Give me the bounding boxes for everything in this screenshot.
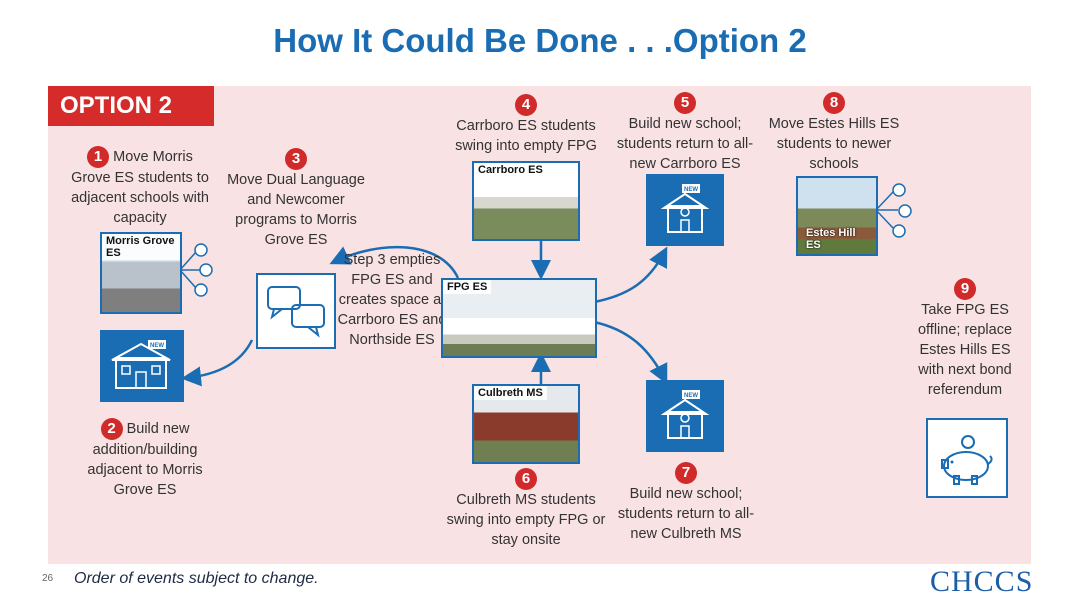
photo-label-carrboro: Carrboro ES [474,163,547,177]
photo-fpg: FPG ES [441,278,597,358]
new-badge: NEW [150,343,164,349]
piggy-bank-icon [926,418,1008,498]
step-2: 2 Build new addition/building adjacent t… [70,418,220,500]
chat-bubbles-icon [256,273,336,349]
step-3-text: Move Dual Language and Newcomer programs… [227,172,365,248]
step-1-number: 1 [87,146,110,168]
photo-label-estes-hills: Estes Hill ES [806,227,856,251]
slide-title: How It Could Be Done . . .Option 2 [273,22,807,59]
step-7: 7 Build new school; students return to a… [608,462,764,544]
step-7-number: 7 [675,462,697,484]
new-badge: NEW [684,393,698,399]
step-5-number: 5 [674,92,696,114]
step-3-note: Step 3 empties FPG ES and creates space … [337,252,447,348]
step-2-number: 2 [100,418,123,440]
step-8: 8 Move Estes Hills ES students to newer … [762,92,906,174]
step-5-text: Build new school; students return to all… [616,116,754,172]
arrow-fpg-to-culbreth-new [593,320,668,385]
arrow-fpg-to-programs [329,245,460,279]
arrow-fpg-to-carrboro-new [593,246,668,304]
photo-label-culbreth: Culbreth MS [474,386,547,400]
step-9: 9 Take FPG ES offline; replace Estes Hil… [906,278,1024,400]
step-3-number: 3 [285,148,307,170]
arrow-programs-to-morris-new [181,339,254,387]
step-4: 4 Carrboro ES students swing into empty … [448,94,604,156]
step-8-text: Move Estes Hills ES students to newer sc… [768,116,900,172]
step-6: 6 Culbreth MS students swing into empty … [446,468,606,550]
step-1: 1 Move Morris Grove ES students to adjac… [70,146,210,228]
step-8-number: 8 [823,92,845,114]
chccs-logo: CHCCS [930,565,1034,598]
school-new-icon-culbreth: NEW [646,380,724,452]
school-building-icon: NEW [111,340,171,389]
photo-estes-hills: Estes Hill ES [796,176,878,256]
new-badge: NEW [684,187,698,193]
step-9-text: Take FPG ES offline; replace Estes Hills… [917,302,1013,398]
step-4-number: 4 [515,94,537,116]
step-9-number: 9 [954,278,976,300]
photo-morris-grove: Morris Grove ES [100,232,182,314]
photo-label-morris-grove: Morris Grove ES [102,234,180,260]
step-6-text: Culbreth MS students swing into empty FP… [446,492,606,548]
people-network-icon-morris [179,243,213,297]
school-new-icon-morris: NEW [100,330,184,402]
people-network-icon-estes [875,183,912,238]
step-7-text: Build new school; students return to all… [617,486,755,542]
footer-note: Order of events subject to change. [74,570,319,587]
school-new-icon-carrboro: NEW [646,174,724,246]
step-3: 3 Move Dual Language and Newcomer progra… [222,148,370,250]
option-tag: OPTION 2 [48,86,214,126]
page-number: 26 [42,573,54,584]
step-6-number: 6 [515,468,537,490]
step-5: 5 Build new school; students return to a… [608,92,762,174]
photo-label-fpg: FPG ES [443,280,492,294]
photo-culbreth: Culbreth MS [472,384,580,464]
step-4-text: Carrboro ES students swing into empty FP… [455,118,597,154]
step-1-text: Move Morris Grove ES students to adjacen… [71,148,209,226]
photo-carrboro: Carrboro ES [472,161,580,241]
step-2-text: Build new addition/building adjacent to … [87,420,203,498]
